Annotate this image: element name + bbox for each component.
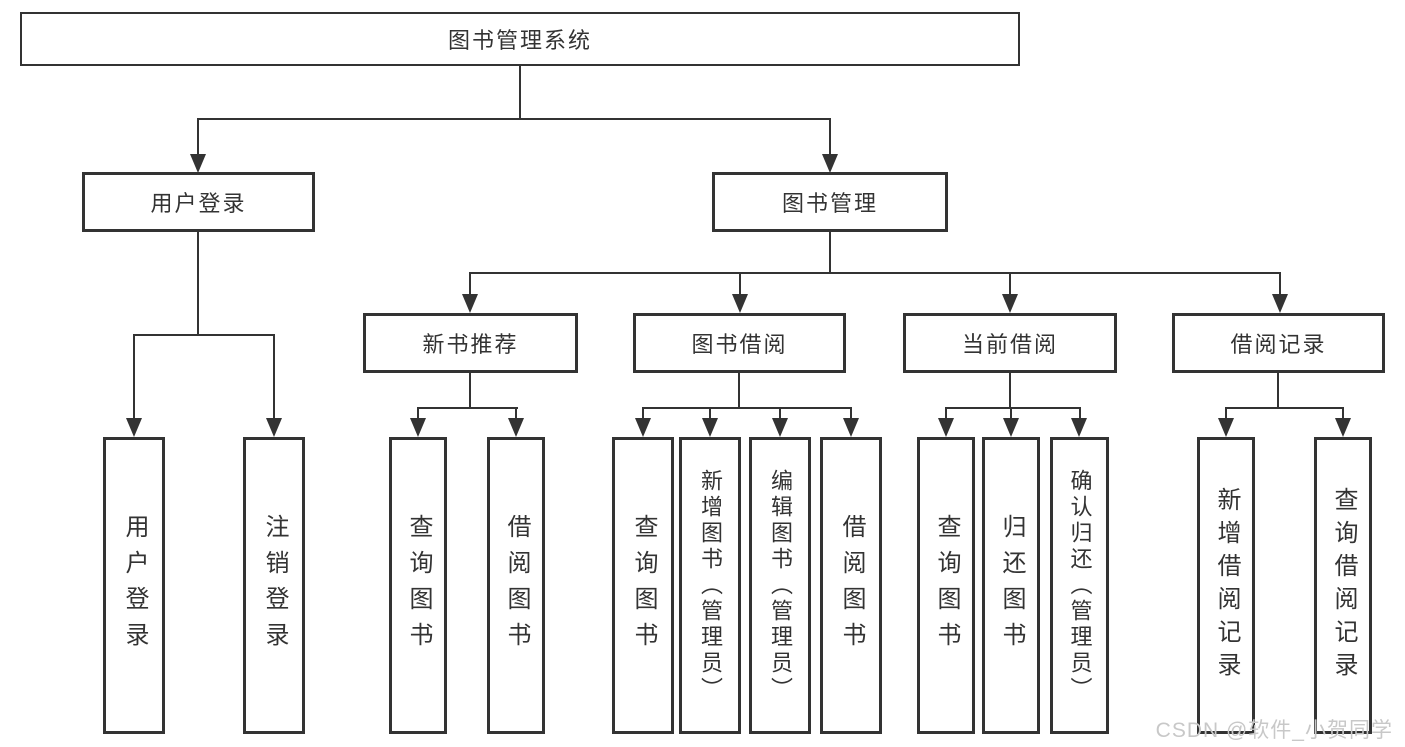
connector-line xyxy=(133,334,135,419)
arrowhead-icon xyxy=(635,418,651,437)
connector-line xyxy=(1079,407,1081,420)
leaf-add-borrow-record: 新增借阅记录 xyxy=(1197,437,1255,734)
node-new-book-recommendation: 新书推荐 xyxy=(363,313,578,373)
leaf-query-books: 查询图书 xyxy=(389,437,447,734)
connector-line xyxy=(709,407,711,420)
leaf-query-books: 查询图书 xyxy=(612,437,674,734)
arrowhead-icon xyxy=(1335,418,1351,437)
leaf-borrow-books: 借阅图书 xyxy=(487,437,545,734)
connector-line xyxy=(1009,272,1011,295)
connector-line xyxy=(850,407,852,420)
leaf-query-borrow-record: 查询借阅记录 xyxy=(1314,437,1372,734)
arrowhead-icon xyxy=(126,418,142,437)
connector-line xyxy=(1279,272,1281,295)
arrowhead-icon xyxy=(1272,294,1288,313)
csdn-watermark: CSDN @软件_小贺同学 xyxy=(1155,719,1393,742)
arrowhead-icon xyxy=(508,418,524,437)
node-library-management-system: 图书管理系统 xyxy=(20,12,1020,66)
connector-line xyxy=(469,272,471,295)
connector-line xyxy=(197,118,199,155)
connector-line xyxy=(738,373,740,409)
node-current-borrowing: 当前借阅 xyxy=(903,313,1117,373)
connector-line xyxy=(1009,373,1011,409)
connector-line xyxy=(779,407,781,420)
connector-line xyxy=(945,407,947,420)
connector-line xyxy=(519,66,521,119)
connector-line xyxy=(197,118,831,120)
arrowhead-icon xyxy=(938,418,954,437)
arrowhead-icon xyxy=(732,294,748,313)
connector-line xyxy=(515,407,517,420)
arrowhead-icon xyxy=(772,418,788,437)
connector-line xyxy=(273,334,275,419)
leaf-user-login: 用户登录 xyxy=(103,437,165,734)
arrowhead-icon xyxy=(410,418,426,437)
arrowhead-icon xyxy=(843,418,859,437)
connector-line xyxy=(642,407,852,409)
node-borrowing-records: 借阅记录 xyxy=(1172,313,1385,373)
connector-line xyxy=(469,373,471,409)
arrowhead-icon xyxy=(1071,418,1087,437)
connector-line xyxy=(739,272,741,295)
leaf-return-books: 归还图书 xyxy=(982,437,1040,734)
connector-line xyxy=(1342,407,1344,420)
leaf-logout: 注销登录 xyxy=(243,437,305,734)
connector-line xyxy=(417,407,518,409)
arrowhead-icon xyxy=(1218,418,1234,437)
node-book-borrowing: 图书借阅 xyxy=(633,313,846,373)
connector-line xyxy=(469,272,1281,274)
leaf-query-books: 查询图书 xyxy=(917,437,975,734)
connector-line xyxy=(642,407,644,420)
arrowhead-icon xyxy=(266,418,282,437)
connector-line xyxy=(1277,373,1279,409)
leaf-edit-books-admin: 编辑图书（管理员） xyxy=(749,437,811,734)
arrowhead-icon xyxy=(190,154,206,173)
connector-line xyxy=(417,407,419,420)
connector-line xyxy=(1225,407,1227,420)
arrowhead-icon xyxy=(1002,294,1018,313)
arrowhead-icon xyxy=(462,294,478,313)
arrowhead-icon xyxy=(822,154,838,173)
connector-line xyxy=(829,232,831,274)
connector-line xyxy=(133,334,275,336)
node-book-management: 图书管理 xyxy=(712,172,948,232)
node-user-login: 用户登录 xyxy=(82,172,315,232)
arrowhead-icon xyxy=(1003,418,1019,437)
arrowhead-icon xyxy=(702,418,718,437)
connector-line xyxy=(1010,407,1012,420)
connector-line xyxy=(1225,407,1344,409)
leaf-confirm-return-admin: 确认归还（管理员） xyxy=(1050,437,1109,734)
connector-line xyxy=(829,118,831,155)
connector-line xyxy=(945,407,1081,409)
leaf-add-books-admin: 新增图书（管理员） xyxy=(679,437,741,734)
leaf-borrow-books: 借阅图书 xyxy=(820,437,882,734)
connector-line xyxy=(197,232,199,336)
